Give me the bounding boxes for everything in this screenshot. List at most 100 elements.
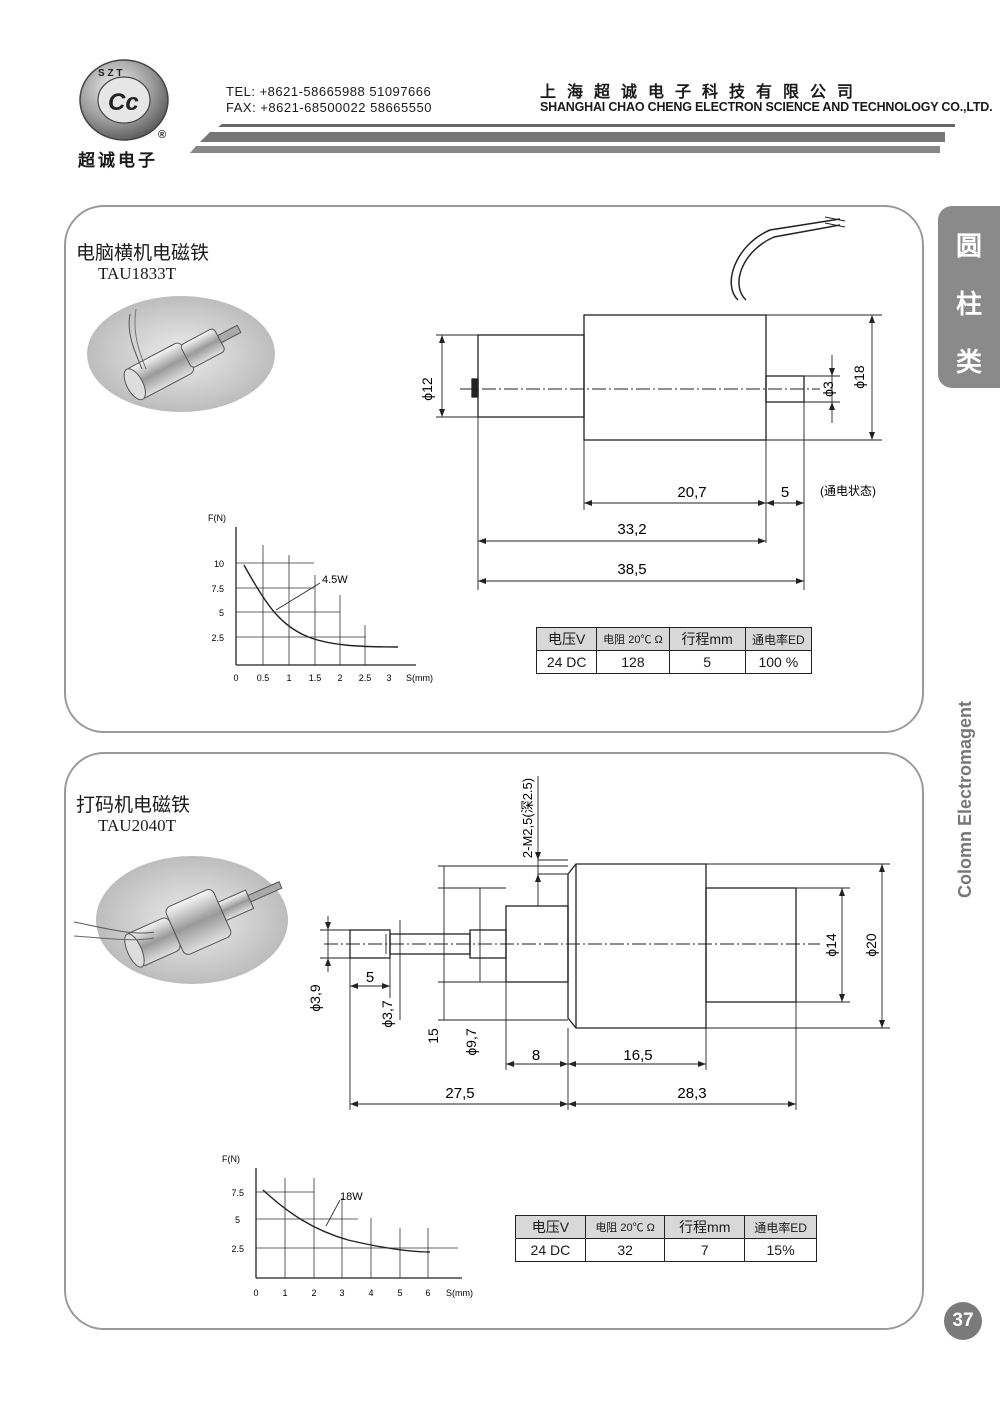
spec-value: 7 xyxy=(664,1238,746,1262)
chart-y-tick: 10 xyxy=(214,559,224,569)
spec-table: 电压V 电阻 20℃ Ω 行程mm 通电率ED 24 DC 128 5 100 … xyxy=(535,627,813,674)
spec-value: 24 DC xyxy=(515,1238,586,1262)
dim-total-length: 38,5 xyxy=(617,561,646,578)
dim-collar-length: 8 xyxy=(532,1047,540,1064)
header-rule xyxy=(190,124,955,153)
dim-body-diameter: ϕ12 xyxy=(419,377,435,401)
dim-left-length: 27,5 xyxy=(445,1085,474,1102)
logo-mark: Cc xyxy=(108,89,139,116)
dim-step-height: 15 xyxy=(425,1028,441,1044)
product-model: TAU1833T xyxy=(98,264,176,283)
dim-right-length: 28,3 xyxy=(677,1085,706,1102)
dim-body-length: 16,5 xyxy=(623,1047,652,1064)
spec-header: 电压V xyxy=(535,627,598,651)
chart-x-tick: 1 xyxy=(282,1288,287,1298)
product-title: 电脑横机电磁铁 xyxy=(76,242,210,264)
spec-value: 24 DC xyxy=(535,650,598,674)
spec-value: 32 xyxy=(584,1238,666,1262)
chart-x-tick: 2.5 xyxy=(359,673,372,683)
spec-value-row: 24 DC 128 5 100 % xyxy=(535,650,813,674)
spec-header: 电阻 20℃ Ω xyxy=(596,627,670,651)
chart-grid xyxy=(256,1178,458,1278)
registered-mark: ® xyxy=(158,129,166,141)
chart-y-tick: 2.5 xyxy=(211,633,224,643)
force-curve xyxy=(262,1189,431,1253)
page-number: 37 xyxy=(944,1302,982,1340)
chart-x-tick: 0 xyxy=(253,1288,258,1298)
spec-value: 5 xyxy=(668,650,746,674)
chart-y-label: F(N) xyxy=(222,1154,240,1164)
product-model: TAU2040T xyxy=(98,816,176,835)
category-char-1: 圆 xyxy=(955,231,982,261)
spec-header: 行程mm xyxy=(668,627,746,651)
phone-number: TEL: +8621-58665988 51097666 xyxy=(226,84,432,99)
product-photo xyxy=(87,296,275,412)
chart-x-tick: 1.5 xyxy=(309,673,322,683)
dim-collar-diameter: ϕ9,7 xyxy=(463,1028,479,1056)
spec-header: 行程mm xyxy=(664,1215,746,1239)
force-chart: F(N) 7.5 5 2.5 0 1 2 3 4 5 6 S(mm) 18W xyxy=(222,1154,473,1298)
chart-y-tick: 5 xyxy=(219,608,224,618)
chart-x-label: S(mm) xyxy=(406,673,433,683)
dim-thread-note: 2-M2,5(深2.5) xyxy=(520,778,535,858)
spec-value: 100 % xyxy=(744,650,813,674)
dim-stroke: 5 xyxy=(781,484,789,501)
dim-tip-diameter: ϕ3,9 xyxy=(307,984,323,1012)
force-chart: F(N) 10 7.5 5 2.5 0 0.5 1 1.5 2 2.5 3 S(… xyxy=(208,513,433,683)
chart-x-tick: 3 xyxy=(386,673,391,683)
logo-letters: S Z T xyxy=(98,68,122,79)
annotation-leader xyxy=(325,1199,341,1227)
product-photo xyxy=(74,856,288,984)
dim-tip-length: 5 xyxy=(366,969,374,986)
category-english: Colomn Electromagent xyxy=(955,701,975,898)
dim-state-note: (通电状态) xyxy=(820,484,876,498)
annotation-leader xyxy=(275,582,321,611)
logo-caption: 超诚电子 xyxy=(78,151,158,170)
chart-x-tick: 0.5 xyxy=(257,673,270,683)
dim-shaft-diameter: ϕ3,7 xyxy=(379,1000,395,1028)
chart-x-tick: 5 xyxy=(397,1288,402,1298)
spec-value: 15% xyxy=(744,1238,817,1262)
force-curve xyxy=(243,564,399,648)
spec-header: 电阻 20℃ Ω xyxy=(584,1215,666,1239)
contact-block: TEL: +8621-58665988 51097666 FAX: +8621-… xyxy=(226,84,432,116)
spec-value: 128 xyxy=(596,650,670,674)
spec-header-row: 电压V 电阻 20℃ Ω 行程mm 通电率ED xyxy=(535,627,813,651)
chart-y-tick: 7.5 xyxy=(231,1188,244,1198)
chart-y-label: F(N) xyxy=(208,513,226,523)
dim-outer-diameter: ϕ18 xyxy=(851,365,867,389)
chart-y-tick: 7.5 xyxy=(211,584,224,594)
category-english-label: Colomn Electromagent xyxy=(955,701,975,898)
product-title: 打码机电磁铁 xyxy=(76,794,191,816)
company-logo: S Z T Cc ® xyxy=(79,59,169,141)
dim-mid-length: 33,2 xyxy=(617,521,646,538)
chart-x-tick: 4 xyxy=(368,1288,373,1298)
spec-header: 通电率ED xyxy=(744,1215,817,1239)
chart-y-tick: 5 xyxy=(235,1215,240,1225)
fax-number: FAX: +8621-68500022 58665550 xyxy=(226,100,432,115)
category-char-2: 柱 xyxy=(955,289,982,319)
dimension-drawing: 2-M2,5(深2.5) ϕ3,9 5 ϕ3,7 15 ϕ9,7 8 16,5 … xyxy=(307,776,890,1110)
chart-x-tick: 2 xyxy=(337,673,342,683)
company-name-en: SHANGHAI CHAO CHENG ELECTRON SCIENCE AND… xyxy=(540,100,993,114)
dim-coil-length: 20,7 xyxy=(677,484,706,501)
chart-x-label: S(mm) xyxy=(446,1288,473,1298)
chart-y-tick: 2.5 xyxy=(231,1244,244,1254)
chart-x-tick: 0 xyxy=(233,673,238,683)
power-annotation: 4.5W xyxy=(322,574,348,586)
chart-x-tick: 3 xyxy=(339,1288,344,1298)
chart-x-tick: 1 xyxy=(286,673,291,683)
spec-header: 电压V xyxy=(515,1215,586,1239)
dimension-drawing: ϕ12 ϕ3 ϕ18 20,7 5 (通电状态) 33,2 38,5 xyxy=(419,216,882,590)
spec-header: 通电率ED xyxy=(744,627,813,651)
dim-rear-diameter: ϕ14 xyxy=(823,933,839,957)
chart-x-tick: 2 xyxy=(311,1288,316,1298)
spec-header-row: 电压V 电阻 20℃ Ω 行程mm 通电率ED xyxy=(515,1215,817,1239)
dim-shaft-diameter: ϕ3 xyxy=(820,381,836,397)
category-char-3: 类 xyxy=(955,347,982,377)
chart-x-tick: 6 xyxy=(425,1288,430,1298)
spec-value-row: 24 DC 32 7 15% xyxy=(515,1238,817,1262)
spec-table: 电压V 电阻 20℃ Ω 行程mm 通电率ED 24 DC 32 7 15% xyxy=(515,1215,817,1262)
power-annotation: 18W xyxy=(340,1191,363,1203)
company-name-cn: 上海超诚电子科技有限公司 xyxy=(540,84,865,101)
